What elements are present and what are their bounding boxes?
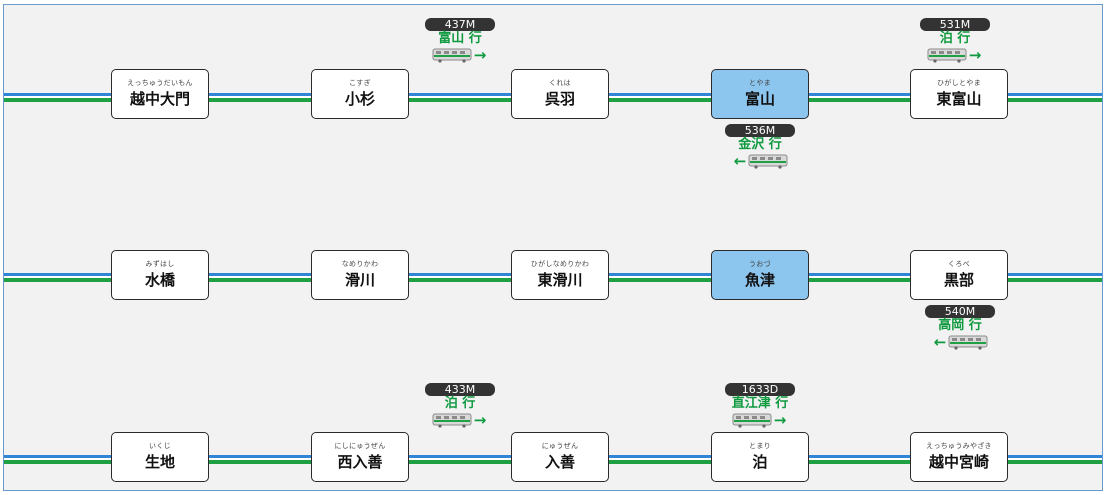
- station-name: 越中宮崎: [928, 453, 989, 471]
- station-ruby: みずはし: [145, 260, 175, 268]
- station-higashi-namerikawa[interactable]: ひがしなめりかわ東滑川: [511, 250, 609, 300]
- station-namerikawa[interactable]: なめりかわ滑川: [311, 250, 409, 300]
- station-kureha[interactable]: くれは呉羽: [511, 69, 609, 119]
- station-tomari[interactable]: とまり泊: [711, 432, 809, 482]
- station-name: 東富山: [936, 90, 982, 108]
- train-destination: 金沢 行: [738, 137, 782, 152]
- station-name: 入善: [544, 453, 575, 471]
- station-nishi-nyuzen[interactable]: にしにゅうぜん西入善: [311, 432, 409, 482]
- station-name: 西入善: [337, 453, 383, 471]
- train-destination: 直江津 行: [731, 396, 789, 411]
- train-vehicle: →: [415, 411, 505, 429]
- train-number-badge: 433M: [425, 383, 495, 396]
- train-number-badge: 531M: [920, 18, 990, 31]
- station-name: 黒部: [943, 271, 974, 289]
- train-vehicle: →: [910, 46, 1000, 64]
- station-ruby: えっちゅうみやざき: [926, 442, 992, 450]
- train-vehicle: →: [415, 46, 505, 64]
- train-vehicle: →: [715, 411, 805, 429]
- train-car-icon: [748, 154, 788, 169]
- station-ruby: こすぎ: [349, 79, 371, 87]
- station-name: 魚津: [744, 271, 775, 289]
- station-ikuji[interactable]: いくじ生地: [111, 432, 209, 482]
- station-name: 小杉: [344, 90, 375, 108]
- station-nyuzen[interactable]: にゅうぜん入善: [511, 432, 609, 482]
- station-higashi-toyama[interactable]: ひがしとやま東富山: [910, 69, 1008, 119]
- train-number-badge: 437M: [425, 18, 495, 31]
- station-name: 越中大門: [129, 90, 190, 108]
- train-540m[interactable]: 540M 高岡 行 ←: [915, 305, 1005, 351]
- arrow-right-icon: →: [773, 410, 787, 429]
- station-ruby: くれは: [549, 79, 571, 87]
- station-name: 東滑川: [537, 271, 583, 289]
- train-vehicle: ←: [715, 152, 805, 170]
- train-car-icon: [432, 48, 472, 63]
- station-ruby: ひがしなめりかわ: [530, 260, 590, 268]
- train-vehicle: ←: [915, 333, 1005, 351]
- train-437m[interactable]: 437M 富山 行 →: [415, 18, 505, 64]
- station-ruby: いくじ: [149, 442, 171, 450]
- station-toyama[interactable]: とやま富山: [711, 69, 809, 119]
- train-number-badge: 536M: [725, 124, 795, 137]
- station-kosugi[interactable]: こすぎ小杉: [311, 69, 409, 119]
- station-kurobe[interactable]: くろべ黒部: [910, 250, 1008, 300]
- train-destination: 泊 行: [939, 31, 971, 46]
- train-destination: 富山 行: [438, 31, 482, 46]
- arrow-left-icon: ←: [733, 151, 747, 170]
- train-car-icon: [948, 335, 988, 350]
- train-destination: 泊 行: [444, 396, 476, 411]
- train-car-icon: [927, 48, 967, 63]
- station-name: 呉羽: [544, 90, 575, 108]
- station-uozu[interactable]: うおづ魚津: [711, 250, 809, 300]
- station-ruby: くろべ: [948, 260, 970, 268]
- station-ruby: えっちゅうだいもん: [127, 79, 193, 87]
- train-number-badge: 540M: [925, 305, 995, 318]
- station-ruby: にゅうぜん: [541, 442, 579, 450]
- station-ruby: とまり: [749, 442, 771, 450]
- train-number-badge: 1633D: [725, 383, 795, 396]
- station-name: 生地: [144, 453, 175, 471]
- train-536m[interactable]: 536M 金沢 行 ←: [715, 124, 805, 170]
- station-name: 富山: [744, 90, 775, 108]
- station-etchu-daimon[interactable]: えっちゅうだいもん越中大門: [111, 69, 209, 119]
- station-ruby: なめりかわ: [341, 260, 379, 268]
- station-name: 泊: [752, 453, 768, 471]
- arrow-right-icon: →: [473, 410, 487, 429]
- station-name: 水橋: [144, 271, 175, 289]
- station-etchu-miyazaki[interactable]: えっちゅうみやざき越中宮崎: [910, 432, 1008, 482]
- arrow-right-icon: →: [473, 45, 487, 64]
- train-531m[interactable]: 531M 泊 行 →: [910, 18, 1000, 64]
- station-ruby: うおづ: [749, 260, 771, 268]
- arrow-right-icon: →: [968, 45, 982, 64]
- train-1633d[interactable]: 1633D 直江津 行 →: [715, 383, 805, 429]
- station-ruby: ひがしとやま: [937, 79, 981, 87]
- arrow-left-icon: ←: [933, 332, 947, 351]
- route-map-panel: えっちゅうだいもん越中大門 こすぎ小杉 くれは呉羽 とやま富山 ひがしとやま東富…: [3, 4, 1103, 491]
- train-destination: 高岡 行: [938, 318, 982, 333]
- train-car-icon: [432, 413, 472, 428]
- train-car-icon: [732, 413, 772, 428]
- station-ruby: にしにゅうぜん: [334, 442, 386, 450]
- station-name: 滑川: [344, 271, 375, 289]
- train-433m[interactable]: 433M 泊 行 →: [415, 383, 505, 429]
- station-ruby: とやま: [749, 79, 771, 87]
- station-mizuhashi[interactable]: みずはし水橋: [111, 250, 209, 300]
